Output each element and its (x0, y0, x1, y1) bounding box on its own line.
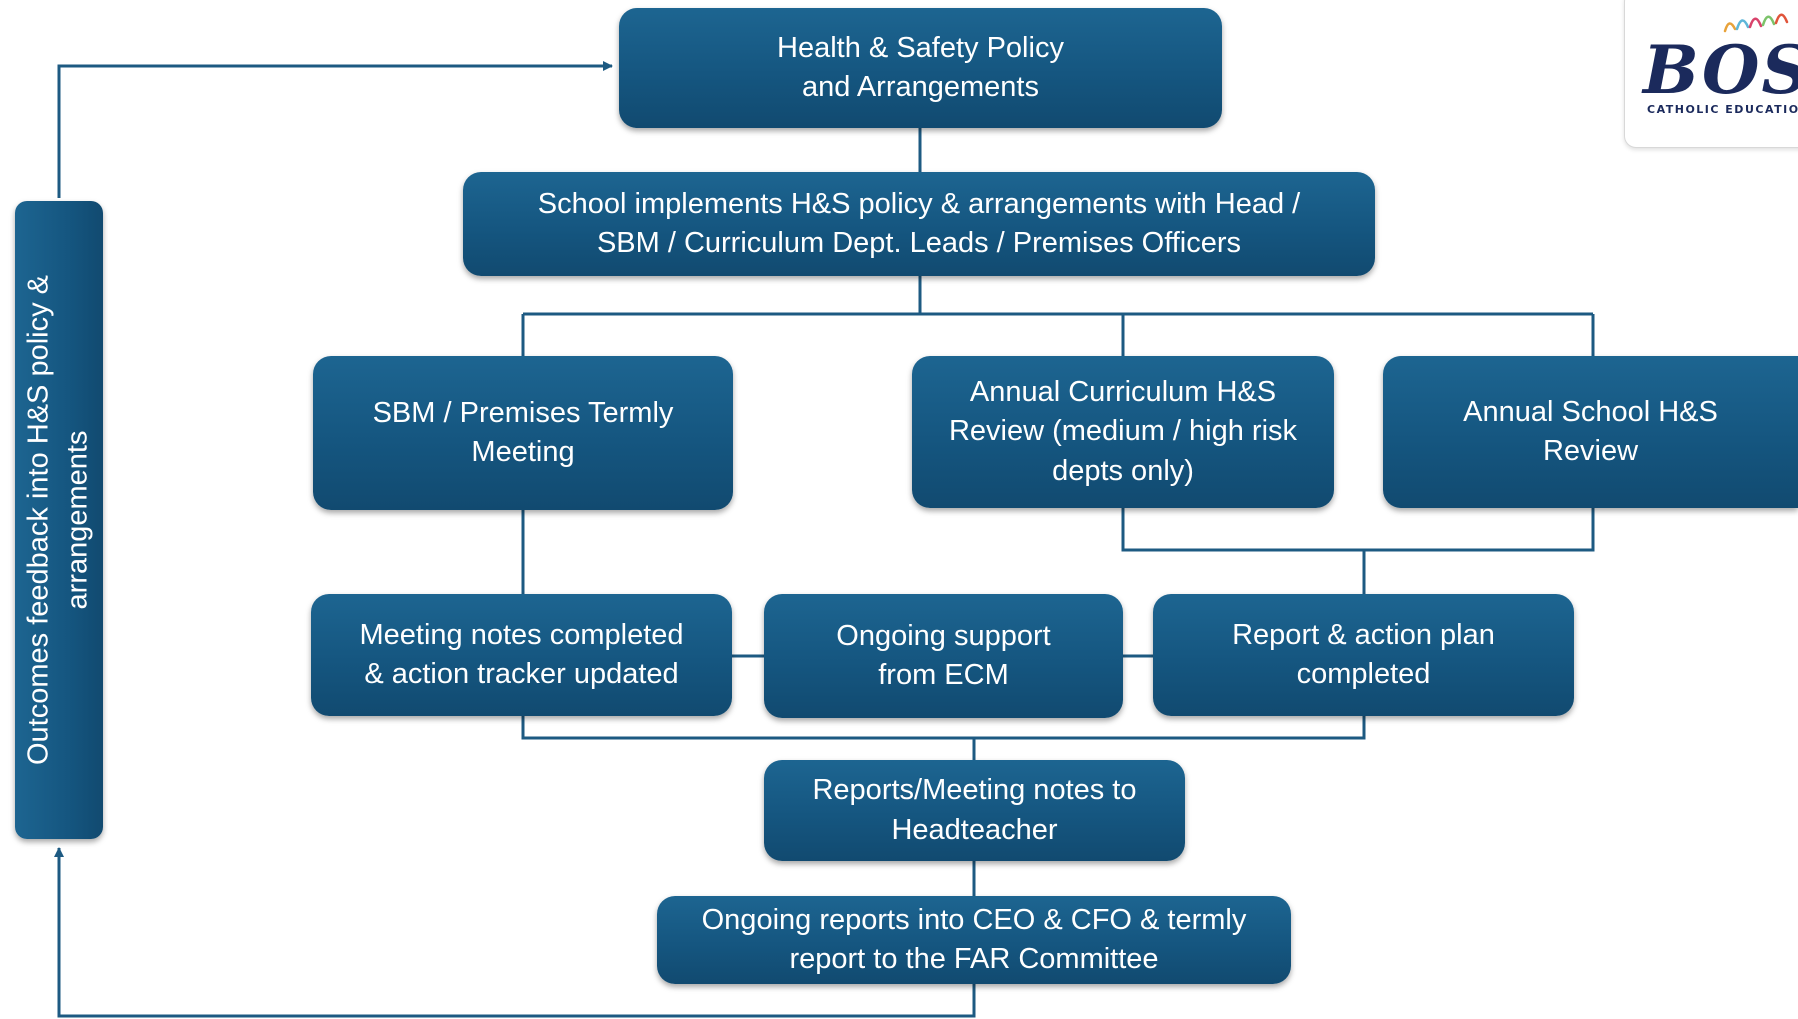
report-plan-box: Report & action plan completed (1153, 594, 1574, 716)
feedback-bar-label: Outcomes feedback into H&S policy & arra… (22, 275, 94, 766)
policy-line-1: Health & Safety Policy (777, 31, 1064, 64)
connector-feedback-policy (57, 61, 613, 198)
people-figures-icon (1723, 13, 1789, 33)
headteacher-box: Reports/Meeting notes to Headteacher (764, 760, 1185, 861)
ceo-cfo-box: Ongoing reports into CEO & CFO & termly … (657, 896, 1291, 984)
ecm-support-box: Ongoing support from ECM (764, 594, 1123, 718)
policy-line-2: and Arrangements (802, 71, 1039, 103)
headteacher-line-2: Headteacher (891, 813, 1058, 846)
school-review-line-2: Review (1542, 435, 1639, 467)
termly-line-1: SBM / Premises Termly (372, 396, 674, 429)
connector-bottom-merge (521, 716, 1366, 740)
ceo-cfo-line-2: report to the FAR Committee (789, 943, 1159, 975)
meeting-notes-box: Meeting notes completed & action tracker… (311, 594, 732, 716)
curriculum-line-3: depts only) (1052, 454, 1194, 487)
logo-subtitle: CATHOLIC EDUCATION (1647, 103, 1798, 116)
ceo-cfo-line-1: Ongoing reports into CEO & CFO & termly (701, 903, 1247, 936)
implement-line-2: SBM / Curriculum Dept. Leads / Premises … (596, 227, 1242, 259)
implement-line-1: School implements H&S policy & arrangeme… (537, 187, 1301, 220)
headteacher-line-1: Reports/Meeting notes to (812, 774, 1137, 807)
report-plan-line-1: Report & action plan (1232, 618, 1495, 651)
feedback-bar: Outcomes feedback into H&S policy & arra… (15, 201, 103, 839)
logo-wordmark: BOSC (1643, 31, 1798, 109)
bosc-logo: BOSC CATHOLIC EDUCATION (1624, 0, 1798, 148)
ecm-line-2: from ECM (878, 659, 1009, 691)
ecm-line-1: Ongoing support (836, 619, 1051, 652)
connector-reviews-merge (1121, 508, 1595, 552)
curriculum-line-2: Review (medium / high risk (948, 415, 1298, 448)
curriculum-line-1: Annual Curriculum H&S (969, 375, 1277, 408)
report-plan-line-2: completed (1296, 658, 1431, 690)
termly-meeting-box: SBM / Premises Termly Meeting (313, 356, 733, 510)
school-review-line-1: Annual School H&S (1463, 395, 1718, 428)
meeting-notes-line-2: & action tracker updated (364, 658, 679, 690)
meeting-notes-line-1: Meeting notes completed (359, 618, 684, 651)
curriculum-review-box: Annual Curriculum H&S Review (medium / h… (912, 356, 1334, 508)
school-review-box: Annual School H&S Review (1383, 356, 1798, 508)
connector-ceo-loop (54, 847, 976, 1018)
policy-box: Health & Safety Policy and Arrangements (619, 8, 1222, 128)
termly-line-2: Meeting (471, 436, 575, 468)
implement-box: School implements H&S policy & arrangeme… (463, 172, 1375, 276)
